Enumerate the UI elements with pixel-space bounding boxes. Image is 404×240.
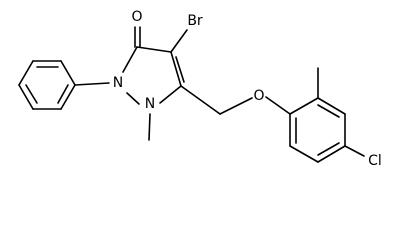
bond <box>317 97 346 115</box>
bond-n1-n2 <box>126 92 140 105</box>
n-methyl-bond <box>148 113 151 141</box>
oxygen-carbonyl-label: O <box>131 9 142 25</box>
bond-phenyl-n2 <box>74 82 110 86</box>
pyrazolone-ring <box>122 46 185 105</box>
bond-n2-c3 <box>122 46 138 73</box>
bond-o-aryl <box>265 96 291 115</box>
bond <box>60 60 76 86</box>
nitrogen-2-label: N <box>113 75 123 91</box>
aromatic-double-bond <box>317 142 340 156</box>
bond-c3-c4 <box>136 46 172 53</box>
bond-c5-n1 <box>159 85 182 104</box>
molecule-drawing: O Br N N O Cl <box>18 9 382 169</box>
bond-c-cl <box>344 145 365 157</box>
aromatic-double-bond <box>57 84 69 104</box>
aromatic-double-bond <box>317 104 340 118</box>
bond <box>60 84 76 110</box>
double-bond-c4-c5 <box>175 56 185 83</box>
bond <box>18 60 34 86</box>
aromatic-double-bond <box>25 84 38 104</box>
oxygen-ether-label: O <box>253 88 264 104</box>
nitrogen-1-label: N <box>145 96 155 112</box>
bond-ch2-o <box>219 97 253 115</box>
bond <box>18 84 34 110</box>
bond <box>289 97 319 115</box>
chemical-structure-canvas: O Br N N O Cl <box>18 9 382 169</box>
chlorotolyl-ring <box>289 97 346 163</box>
chlorine-label: Cl <box>368 153 382 169</box>
phenyl-ring <box>18 60 76 110</box>
bond-c4-br <box>170 29 188 53</box>
bond-c5-ch2 <box>180 85 221 115</box>
bond-c4-c5 <box>170 51 182 87</box>
bond <box>317 145 346 163</box>
bond <box>289 145 319 163</box>
bromine-label: Br <box>187 13 203 29</box>
